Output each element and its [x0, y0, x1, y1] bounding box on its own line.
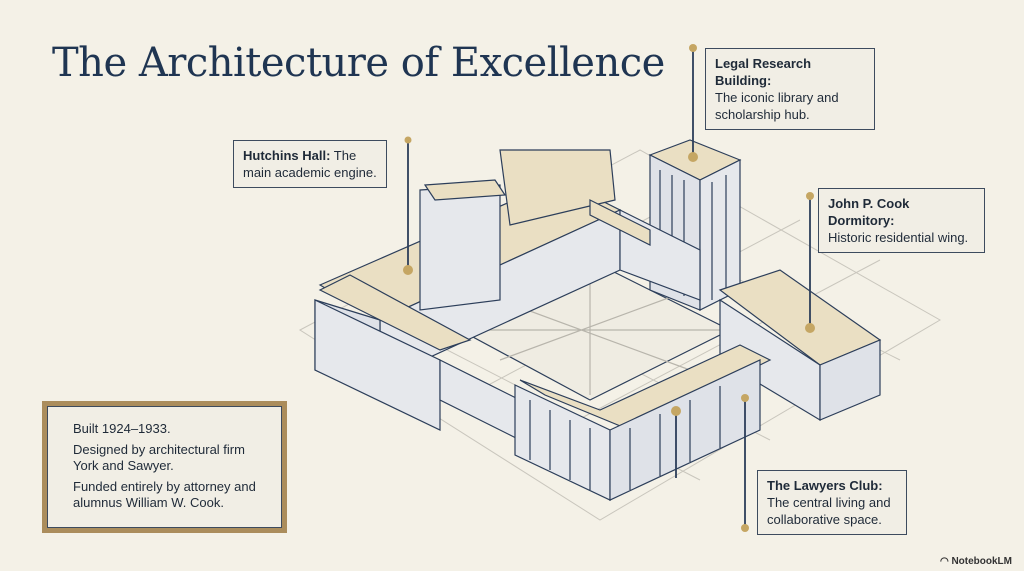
- page-title: The Architecture of Excellence: [52, 40, 665, 86]
- facts-box: Built 1924–1933. Designed by architectur…: [47, 406, 282, 528]
- facts-frame: Built 1924–1933. Designed by architectur…: [42, 401, 287, 533]
- callout-desc: The central living and collaborative spa…: [767, 495, 891, 527]
- fact-funding: Funded entirely by attorney and alumnus …: [73, 479, 256, 510]
- lawyers-roof: [519, 344, 772, 431]
- callout-lawyers-club: The Lawyers Club: The central living and…: [757, 470, 907, 535]
- callout-hutchins-hall: Hutchins Hall: The main academic engine.: [233, 140, 387, 188]
- callout-title: The Lawyers Club:: [767, 478, 883, 493]
- callout-title: Legal Research Building:: [715, 56, 812, 88]
- fact-built: Built 1924–1933.: [73, 421, 171, 436]
- brand-icon: ◠: [939, 556, 952, 567]
- fact-designer: Designed by architectural firm York and …: [73, 442, 245, 473]
- callout-desc: Historic residential wing.: [828, 230, 969, 245]
- buildings: [314, 139, 882, 501]
- notebooklm-watermark: ◠ NotebookLM: [940, 556, 1012, 567]
- marker-dots: [403, 44, 815, 532]
- callout-desc: The iconic library and scholarship hub.: [715, 90, 839, 122]
- callout-cook-dormitory: John P. Cook Dormitory: Historic residen…: [818, 188, 985, 253]
- leader-lines: [407, 48, 811, 528]
- callout-legal-research-building: Legal Research Building: The iconic libr…: [705, 48, 875, 130]
- brand-label: NotebookLM: [951, 556, 1012, 567]
- callout-title: John P. Cook Dormitory:: [828, 196, 910, 228]
- callout-desc: The main academic engine.: [243, 148, 377, 180]
- callout-title: Hutchins Hall:: [243, 148, 331, 163]
